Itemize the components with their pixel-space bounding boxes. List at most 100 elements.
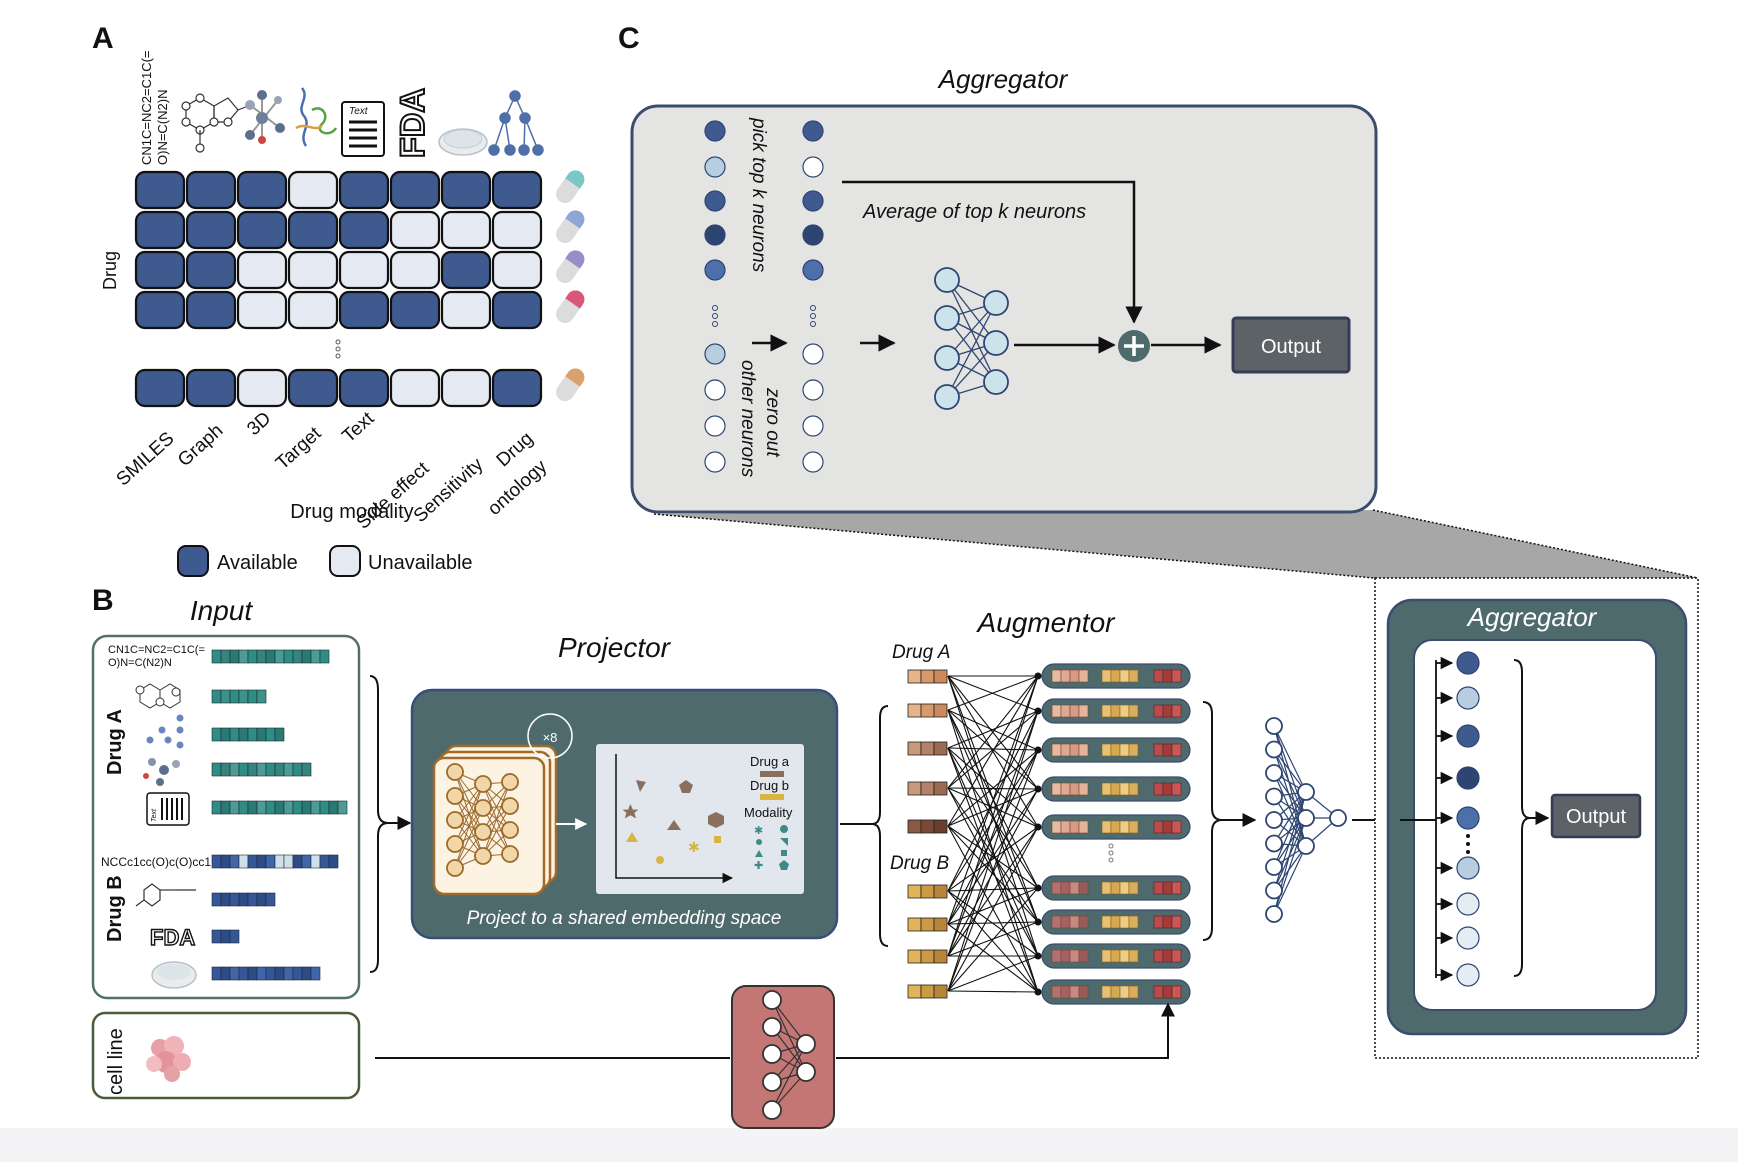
mlp-node [501, 845, 519, 863]
emb-token [1119, 820, 1130, 834]
mlp-node [934, 267, 960, 293]
figure-canvas: A CN1C=NC2=C1C(= O)N=C(N2)N [91, 22, 1699, 1129]
fda-logo-icon: FDA [394, 88, 432, 158]
token [238, 727, 249, 742]
token [265, 649, 276, 664]
emb-token [1051, 915, 1062, 929]
mlp-node [1265, 811, 1283, 829]
augment-node [1034, 707, 1042, 715]
mlp-edge [454, 807, 484, 869]
token [247, 727, 258, 742]
matrix-cell [491, 368, 543, 408]
matrix-cell [389, 368, 441, 408]
emb-token [1051, 985, 1062, 999]
mlp-node [446, 787, 464, 805]
token [256, 727, 267, 742]
emb-token [1078, 743, 1089, 757]
legend-drug-a: Drug a [750, 754, 790, 769]
embedding-plot [596, 744, 804, 894]
agg-ellipsis-dot [1466, 850, 1470, 854]
token [211, 854, 222, 869]
emb-token [1051, 782, 1062, 796]
token [256, 854, 267, 869]
emb-token [1128, 782, 1139, 796]
smiles-text-2: O)N=C(N2)N [155, 90, 170, 165]
mlp-edge [1273, 796, 1307, 847]
modality-label: SMILES [112, 428, 178, 490]
emb-token [1153, 915, 1164, 929]
mlp-node [474, 847, 492, 865]
agg-ellipsis-dot [1466, 834, 1470, 838]
augmentor-network [907, 663, 1191, 1005]
neuron [802, 190, 824, 212]
augment-edge [947, 887, 1039, 925]
projector-network-icon [432, 744, 558, 896]
svg-text:✱: ✱ [688, 839, 700, 855]
emb-token [1101, 743, 1112, 757]
projector-title: Projector [558, 632, 672, 663]
token [274, 800, 285, 815]
augment-edge [947, 675, 1039, 827]
agg-neuron [1456, 766, 1480, 790]
matrix-cell [338, 170, 390, 210]
other-neurons-label: other neurons [737, 360, 758, 478]
augment-edge [947, 710, 1039, 992]
augment-node [1034, 785, 1042, 793]
emb-token [1069, 881, 1080, 895]
augment-edge [947, 887, 1039, 892]
token [247, 689, 258, 704]
augment-input-token [920, 703, 935, 718]
augment-input-token [933, 741, 948, 756]
emb-token [1171, 881, 1182, 895]
token [211, 892, 222, 907]
pill-icon [556, 290, 585, 324]
emb-token [1051, 704, 1062, 718]
token [229, 727, 240, 742]
token [256, 649, 267, 664]
mlp-icon [934, 267, 1009, 410]
drug-b-label: Drug B [104, 875, 126, 942]
augment-input-token [933, 917, 948, 932]
augment-edge [947, 787, 1039, 923]
emb-token [1110, 669, 1121, 683]
token [283, 800, 294, 815]
augment-input-token [907, 949, 922, 964]
augment-node [1034, 952, 1042, 960]
augment-edge [947, 825, 1039, 923]
token [220, 689, 231, 704]
mlp-node [762, 1100, 782, 1120]
token [211, 762, 222, 777]
emb-token [1153, 820, 1164, 834]
emb-token [1101, 669, 1112, 683]
panel-b-label: B [92, 584, 114, 617]
token [265, 854, 276, 869]
neuron [704, 259, 726, 281]
mlp-node [983, 290, 1009, 316]
mlp-edge [454, 783, 484, 869]
matrix-cell [440, 250, 492, 290]
emb-token [1153, 881, 1164, 895]
token [292, 800, 303, 815]
mlp-edge [1273, 845, 1307, 915]
repeat-icon [527, 713, 573, 759]
emb-token [1060, 820, 1071, 834]
emb-token [1171, 985, 1182, 999]
legend-available-label: Available [217, 552, 298, 574]
ellipsis-dot [712, 313, 718, 319]
augment-input-token [907, 884, 922, 899]
token [319, 649, 330, 664]
neuron [802, 120, 824, 142]
matrix-cell [440, 290, 492, 330]
mlp-node [1265, 858, 1283, 876]
input-petri-icon [151, 961, 197, 989]
legend-drug-a-swatch [760, 771, 784, 777]
matrix-cell [491, 210, 543, 250]
neuron [704, 379, 726, 401]
mlp-node [762, 990, 782, 1010]
emb-token [1153, 669, 1164, 683]
matrix-cell [236, 210, 288, 250]
modality-label: Graph [174, 420, 227, 471]
token [301, 649, 312, 664]
augment-edge [947, 749, 1039, 827]
mlp-node [1265, 717, 1283, 735]
